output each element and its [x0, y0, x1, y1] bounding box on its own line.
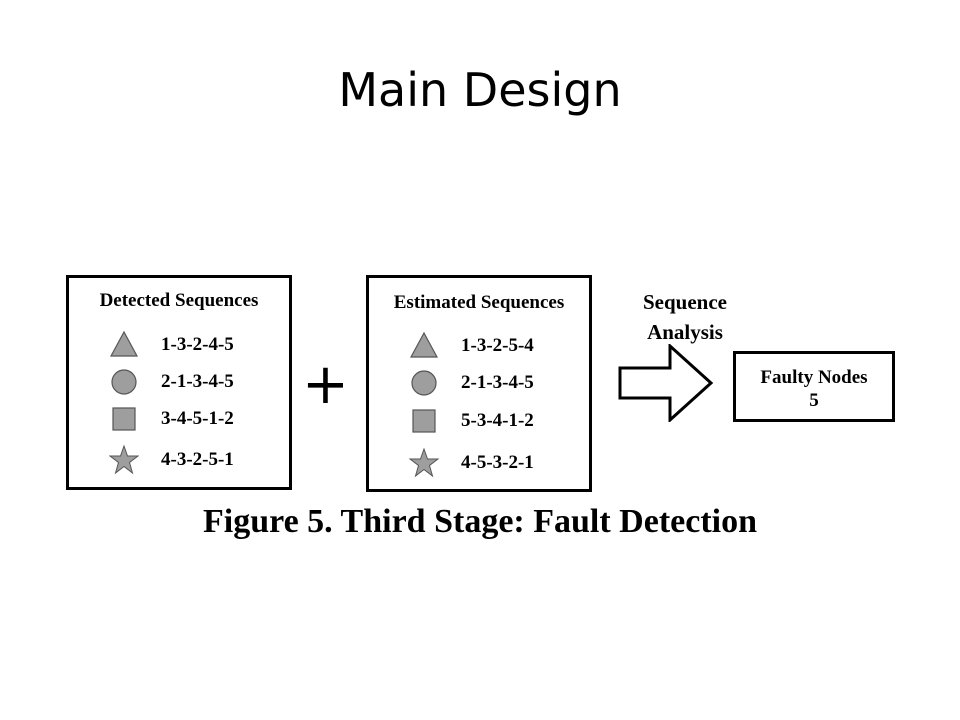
figure-caption: Figure 5. Third Stage: Fault Detection	[202, 503, 758, 540]
square-icon	[112, 407, 136, 431]
detected-row: 2-1-3-4-5	[109, 367, 299, 397]
star-icon	[409, 448, 439, 478]
star-icon	[109, 445, 139, 475]
estimated-row: 5-3-4-1-2	[409, 406, 599, 436]
circle-icon	[411, 370, 437, 396]
sequence-text: 4-3-2-5-1	[161, 449, 234, 470]
estimated-sequences-title: Estimated Sequences	[393, 292, 565, 313]
detected-sequences-title: Detected Sequences	[99, 290, 259, 311]
faulty-nodes-value: 5	[809, 390, 819, 411]
sequence-text: 2-1-3-4-5	[161, 371, 234, 392]
triangle-icon	[409, 331, 439, 358]
detected-row: 3-4-5-1-2	[109, 404, 299, 434]
circle-icon	[111, 369, 137, 395]
estimated-row: 2-1-3-4-5	[409, 368, 599, 398]
slide-title: Main Design	[338, 63, 622, 117]
sequence-text: 3-4-5-1-2	[161, 408, 234, 429]
faulty-nodes-box: Faulty Nodes 5	[733, 351, 895, 422]
estimated-row: 4-5-3-2-1	[409, 448, 599, 478]
sequence-text: 5-3-4-1-2	[461, 410, 534, 431]
detected-row: 4-3-2-5-1	[109, 445, 299, 475]
sequence-analysis-label: Sequence Analysis	[610, 287, 760, 347]
triangle-icon	[109, 330, 139, 357]
estimated-row: 1-3-2-5-4	[409, 331, 599, 361]
sequence-text: 4-5-3-2-1	[461, 452, 534, 473]
faulty-nodes-label: Faulty Nodes	[760, 367, 868, 388]
detected-row: 1-3-2-4-5	[109, 330, 299, 360]
arrow-label-line2: Analysis	[647, 320, 723, 344]
detected-sequences-box: Detected Sequences 1-3-2-4-5 2-1-3-4-5 3…	[66, 275, 292, 490]
right-arrow-icon	[618, 344, 714, 422]
sequence-text: 1-3-2-4-5	[161, 334, 234, 355]
square-icon	[412, 409, 436, 433]
sequence-text: 2-1-3-4-5	[461, 372, 534, 393]
estimated-sequences-box: Estimated Sequences 1-3-2-5-4 2-1-3-4-5 …	[366, 275, 592, 492]
sequence-text: 1-3-2-5-4	[461, 335, 534, 356]
arrow-label-line1: Sequence	[643, 290, 727, 314]
plus-symbol: +	[302, 352, 349, 417]
